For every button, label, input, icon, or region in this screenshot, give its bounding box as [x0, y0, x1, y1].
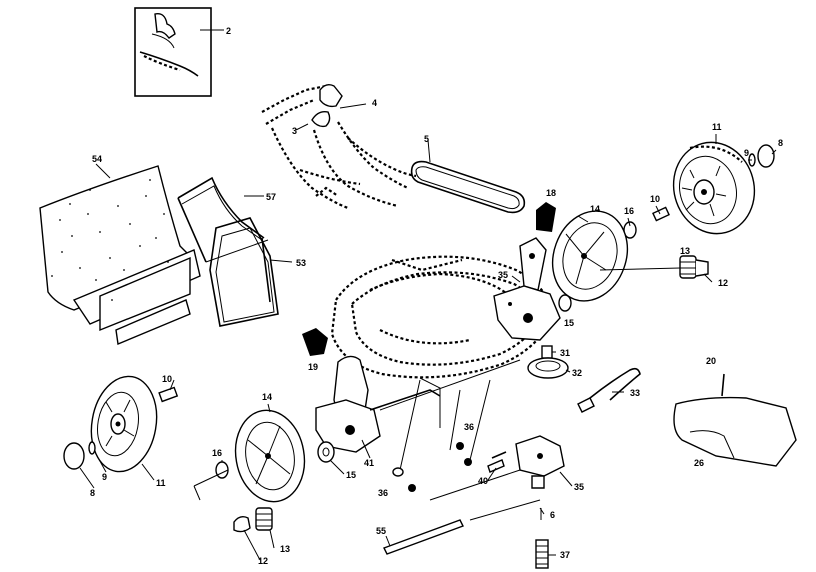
callout-14-right: 14	[590, 204, 600, 214]
spring	[535, 508, 549, 569]
callout-32: 32	[572, 368, 582, 378]
callout-16-right: 16	[624, 206, 634, 216]
callout-31: 31	[560, 348, 570, 358]
callout-16-left: 16	[212, 448, 222, 458]
washer-left	[215, 461, 229, 479]
callout-15-left: 15	[346, 470, 356, 480]
callout-53: 53	[296, 258, 306, 268]
callout-13-left: 13	[280, 544, 290, 554]
callout-6: 6	[550, 510, 555, 520]
callout-35-right: 35	[498, 270, 508, 280]
callout-12-left: 12	[258, 556, 268, 566]
callout-40: 40	[478, 476, 488, 486]
callout-41: 41	[364, 458, 374, 468]
handle-assembly	[261, 83, 417, 210]
callout-9-left: 9	[102, 472, 107, 482]
hubcap-left	[63, 441, 96, 470]
callout-4: 4	[372, 98, 377, 108]
callout-35-lower: 35	[574, 482, 584, 492]
callout-8-right: 8	[778, 138, 783, 148]
callout-9-right: 9	[744, 148, 749, 158]
callout-11-left: 11	[156, 478, 166, 488]
gear-cover-right	[551, 210, 629, 302]
callout-5: 5	[424, 134, 429, 144]
rear-wheel-left	[90, 375, 158, 473]
part-2-inset	[134, 7, 224, 97]
gear-cover-left	[234, 409, 306, 503]
transmission	[491, 435, 565, 489]
callout-11-right: 11	[712, 122, 722, 132]
bag-inner-frame	[209, 217, 293, 327]
callout-10-left: 10	[162, 374, 172, 384]
drive-belt	[410, 139, 526, 214]
callout-labels: 2 3 4 5 54 57 53 18 14 16 10 9 8 11 13 1…	[90, 26, 783, 566]
callout-36-upper: 36	[464, 422, 474, 432]
hubcap-right	[748, 144, 775, 168]
gear-case-right	[493, 237, 572, 341]
callout-57: 57	[266, 192, 276, 202]
callout-12-right: 12	[718, 278, 728, 288]
callout-20: 20	[706, 356, 716, 366]
callout-13-right: 13	[680, 246, 690, 256]
pinion-gear-left	[233, 507, 273, 533]
gear-case-left	[315, 355, 441, 453]
callout-10-right: 10	[650, 194, 660, 204]
cable	[577, 367, 641, 413]
shield-left	[302, 328, 328, 356]
pinion-gear-right	[679, 255, 709, 279]
callout-55: 55	[376, 526, 386, 536]
rear-shield	[673, 373, 797, 467]
callout-37: 37	[560, 550, 570, 560]
callout-14-left: 14	[262, 392, 272, 402]
leader-lines	[79, 134, 777, 561]
axle-bushing-right	[623, 206, 670, 239]
bag-texture	[51, 179, 169, 301]
callout-3: 3	[292, 126, 297, 136]
small-fasteners	[392, 442, 505, 492]
shield-top	[536, 202, 556, 232]
rear-wheel-right	[672, 141, 756, 235]
callout-36-lower: 36	[378, 488, 388, 498]
bag-frame	[177, 176, 271, 303]
shaft-parts	[527, 345, 569, 379]
callout-54: 54	[92, 154, 102, 164]
axle-part-left	[317, 441, 335, 463]
axle-bushing-left	[158, 386, 179, 403]
callout-18-top: 18	[546, 188, 556, 198]
callout-26: 26	[694, 458, 704, 468]
callout-2: 2	[226, 26, 231, 36]
callout-19: 19	[308, 362, 318, 372]
drive-shaft	[383, 519, 464, 555]
callout-15-right: 15	[564, 318, 574, 328]
callout-8-left: 8	[90, 488, 95, 498]
grass-bag	[39, 163, 201, 345]
callout-33: 33	[630, 388, 640, 398]
linkage-lines	[193, 267, 681, 521]
